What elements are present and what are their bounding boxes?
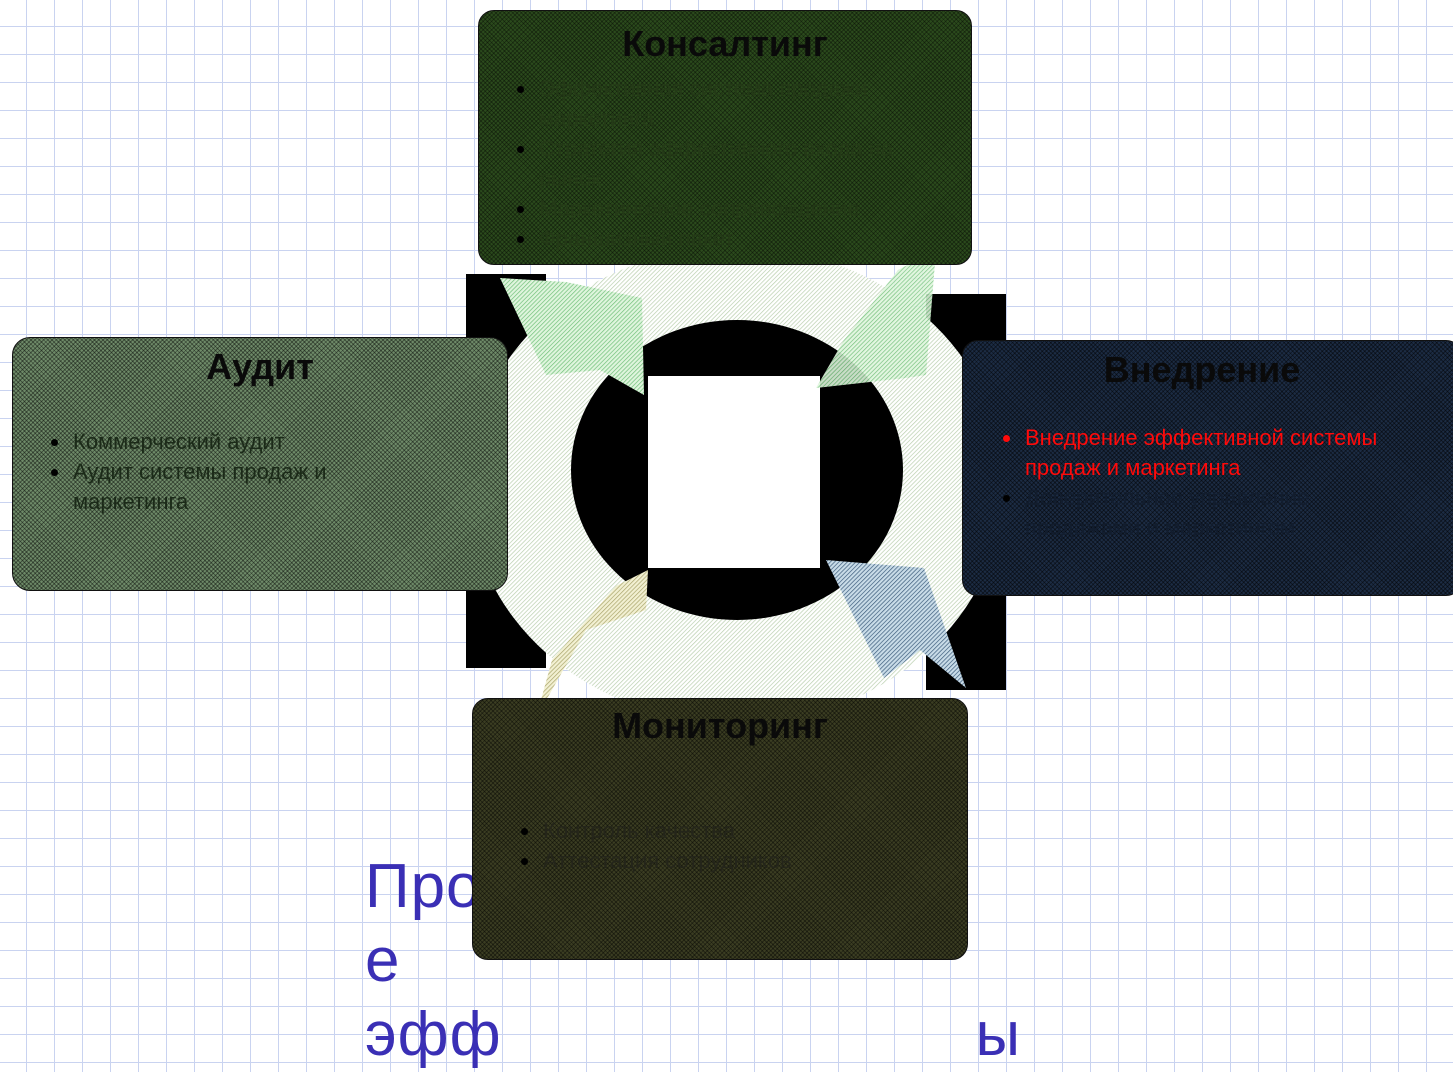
- consulting-item: Франшизный пакет: [509, 224, 929, 254]
- implementation-item: Доверительное управление продажами и мар…: [995, 483, 1425, 543]
- monitoring-item: Аттестация сотрудников: [513, 846, 933, 876]
- consulting-item: Эффективная система продажи маркетинга: [509, 74, 929, 134]
- cycle-ring: [466, 247, 1006, 700]
- consulting-item: Стратегия эффективного входа на рынок: [509, 134, 929, 194]
- monitoring-box: Мониторинг Контроль качества Аттестация …: [472, 698, 968, 960]
- audit-box: Аудит Коммерческий аудит Аудит системы п…: [12, 337, 508, 591]
- slide-title-start: Про: [365, 852, 482, 921]
- arrow-top-left: [500, 278, 644, 395]
- slide-title-line2: эфф ы: [365, 1000, 1022, 1069]
- implementation-box: Внедрение Внедрение эффективной системы …: [962, 340, 1453, 596]
- audit-title: Аудит: [206, 346, 314, 387]
- consulting-list: Эффективная система продажи маркетинга С…: [509, 74, 929, 254]
- monitoring-title: Мониторинг: [612, 705, 828, 746]
- consulting-box: Консалтинг Эффективная система продажи м…: [478, 10, 972, 265]
- audit-list: Коммерческий аудит Аудит системы продаж …: [43, 427, 443, 517]
- consulting-title: Консалтинг: [622, 23, 828, 64]
- slide-title-end: е: [365, 926, 401, 995]
- monitoring-item: Контроль качества: [513, 816, 933, 846]
- implementation-list: Внедрение эффективной системы продаж и м…: [995, 423, 1425, 543]
- audit-item: Коммерческий аудит: [43, 427, 443, 457]
- consulting-item: Маркетинговое сопровождение: [509, 194, 929, 224]
- monitoring-list: Контроль качества Аттестация сотрудников: [513, 816, 933, 876]
- audit-item: Аудит системы продаж и маркетинга: [43, 457, 443, 517]
- implementation-title: Внедрение: [1103, 349, 1301, 390]
- implementation-item-highlighted: Внедрение эффективной системы продаж и м…: [995, 423, 1425, 483]
